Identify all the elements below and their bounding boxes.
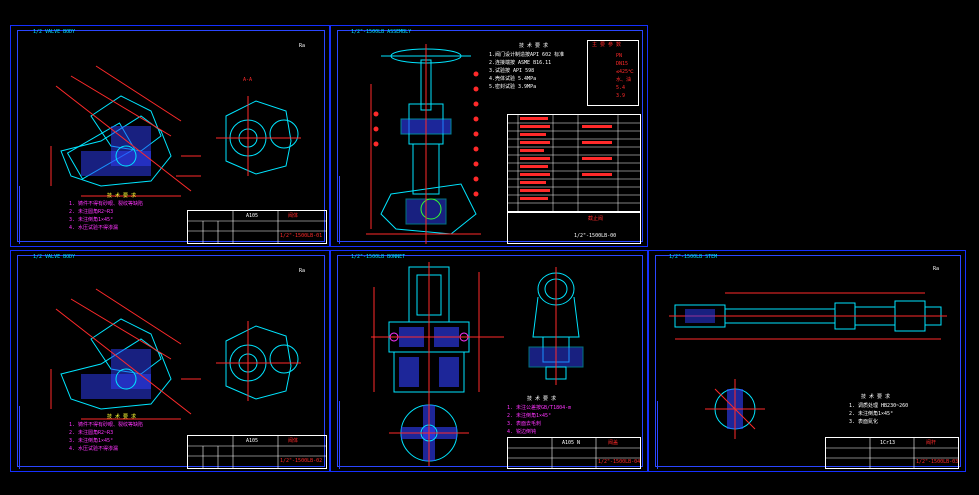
technical-notes: 1. 调质处理 HB230~260 2. 未注倒角1×45° 3. 表面氮化 (849, 404, 908, 425)
parameter-table: 主 要 参 数 PN DN15 ≤425℃ 水、油 5.4 3.9 (587, 40, 639, 106)
tb-drawing-number: 1/2"-1500LB-01 (280, 233, 323, 239)
section-label: A-A (243, 77, 253, 83)
sheet-border (17, 255, 325, 467)
tb-material: A105 N (562, 440, 581, 446)
title-block: 1Cr13 阀杆 1/2"-1500LB-03 (825, 437, 959, 469)
notes-title: 技 术 要 求 (519, 43, 549, 49)
notes-title: 技 术 要 求 (107, 414, 137, 420)
param-row: PN (616, 53, 623, 59)
note-line: 1. 铸件不得有砂眼、裂纹等缺陷 (69, 201, 144, 207)
valve-assembly-view (366, 44, 481, 244)
param-table-title: 主 要 参 数 (592, 42, 622, 48)
tb-drawing-number: 1/2"-1500LB-02 (280, 458, 323, 464)
note-line: 3.试验按 API 598 (489, 68, 535, 74)
note-line: 3. 未注倒角1×45° (69, 217, 114, 223)
tb-drawing-number: 1/2"-1500LB-03 (916, 459, 959, 465)
title-block: A105 N 阀盖 1/2"-1500LB-04 (507, 437, 641, 469)
notes-title: 技 术 要 求 (527, 396, 557, 402)
technical-notes: 1. 铸件不得有砂眼、裂纹等缺陷 2. 未注圆角R2~R3 3. 未注倒角1×4… (69, 202, 143, 231)
param-row: ≤425℃ (616, 69, 634, 75)
bonnet-section-view (371, 262, 504, 402)
valve-body-end-view (216, 321, 301, 401)
roughness-symbol: Ra (299, 268, 306, 274)
title-block-grid (188, 436, 326, 468)
valve-body-end-view (216, 96, 301, 176)
valve-body-section-view (50, 288, 201, 420)
roughness-symbol: Ra (933, 266, 940, 272)
roughness-symbol: Ra (299, 43, 306, 49)
notes-title: 技 术 要 求 (107, 193, 137, 199)
note-line: 3. 未注倒角1×45° (69, 438, 114, 444)
sheet-title-tag: 1/2 VALVE BODY (33, 29, 76, 35)
sheet-ruler (331, 176, 340, 244)
bonnet-plan-view (389, 401, 469, 466)
drawing-sheet-assembly[interactable]: 1/2"-1500LB ASSEMBLY (330, 25, 648, 247)
tb-material: 1Cr13 (880, 440, 896, 446)
drawing-sheet-body-2[interactable]: 1/2 VALVE BODY Ra (10, 250, 330, 472)
stem-elevation-view (669, 292, 947, 340)
note-line: 2. 未注圆角R2~R3 (69, 209, 114, 215)
note-line: 2. 未注圆角R2~R3 (69, 430, 114, 436)
sheet-ruler (11, 406, 20, 469)
drawing-sheet-body-1[interactable]: 1/2 VALVE BODY Ra A-A (10, 25, 330, 247)
title-block-grid (188, 211, 326, 243)
param-row: 5.4 (616, 85, 626, 91)
title-block: A105 阀体 1/2"-1500LB-02 (187, 435, 327, 469)
note-line: 3. 表面氮化 (849, 419, 879, 425)
parts-list-grid (508, 115, 640, 211)
tb-material: A105 (246, 438, 259, 444)
sheet-ruler (649, 401, 658, 469)
tb-drawing-number: 1/2"-1500LB-00 (574, 233, 617, 239)
note-line: 4.壳体试验 5.4MPa (489, 76, 537, 82)
sheet-title-tag: 1/2"-1500LB ASSEMBLY (351, 29, 412, 35)
sheet-border (337, 30, 643, 242)
title-block-grid (508, 438, 640, 468)
note-line: 1. 调质处理 HB230~260 (849, 403, 909, 409)
title-block: 截止阀 1/2"-1500LB-00 (507, 212, 641, 244)
tb-material: A105 (246, 213, 259, 219)
drawing-sheet-stem[interactable]: 1/2"-1500LB STEM Ra (648, 250, 966, 472)
note-line: 1.阀门设计制造按API 602 标准 (489, 52, 565, 58)
note-line: 3. 表面去毛刺 (507, 421, 542, 427)
note-line: 2. 未注倒角1×45° (507, 413, 552, 419)
tb-part-name: 阀体 (288, 213, 299, 219)
note-line: 4. 锐边倒钝 (507, 429, 537, 435)
param-row: 水、油 (616, 77, 632, 83)
note-line: 2. 未注倒角1×45° (849, 411, 894, 417)
tb-part-name: 阀杆 (926, 440, 937, 446)
tb-drawing-number: 1/2"-1500LB-04 (598, 459, 641, 465)
yoke-side-view (528, 267, 584, 385)
note-line: 1. 铸件不得有砂眼、裂纹等缺陷 (69, 422, 144, 428)
param-row: DN15 (616, 61, 629, 67)
stem-cross-section (705, 379, 765, 439)
sheet-ruler (331, 401, 340, 469)
sheet-title-tag: 1/2 VALVE BODY (33, 254, 76, 260)
tb-part-name: 阀体 (288, 438, 299, 444)
technical-notes: 1. 未注公差按GB/T1804-m 2. 未注倒角1×45° 3. 表面去毛刺… (507, 406, 571, 435)
sheet-border (17, 30, 325, 242)
title-block: A105 阀体 1/2"-1500LB-01 (187, 210, 327, 244)
valve-body-section-view (50, 65, 201, 197)
notes-title: 技 术 要 求 (861, 394, 891, 400)
note-line: 2.连接端按 ASME B16.11 (489, 60, 552, 66)
sheet-border (337, 255, 643, 467)
parts-list-table (507, 114, 641, 212)
sheet-border (655, 255, 961, 467)
sheet-ruler (11, 186, 20, 244)
note-line: 5.密封试验 3.9MPa (489, 84, 537, 90)
technical-notes: 1.阀门设计制造按API 602 标准 2.连接端按 ASME B16.11 3… (489, 53, 564, 90)
sheet-title-tag: 1/2"-1500LB BONNET (351, 254, 406, 260)
sheet-title-tag: 1/2"-1500LB STEM (669, 254, 718, 260)
technical-notes: 1. 铸件不得有砂眼、裂纹等缺陷 2. 未注圆角R2~R3 3. 未注倒角1×4… (69, 423, 143, 452)
tb-part-name: 截止阀 (588, 216, 604, 222)
title-block-grid (826, 438, 958, 468)
tb-part-name: 阀盖 (608, 440, 619, 446)
drawing-sheet-bonnet[interactable]: 1/2"-1500LB BONNET (330, 250, 648, 472)
note-line: 4. 水压试验不得渗漏 (69, 225, 119, 231)
param-row: 3.9 (616, 93, 626, 99)
note-line: 4. 水压试验不得渗漏 (69, 446, 119, 452)
note-line: 1. 未注公差按GB/T1804-m (507, 405, 572, 411)
